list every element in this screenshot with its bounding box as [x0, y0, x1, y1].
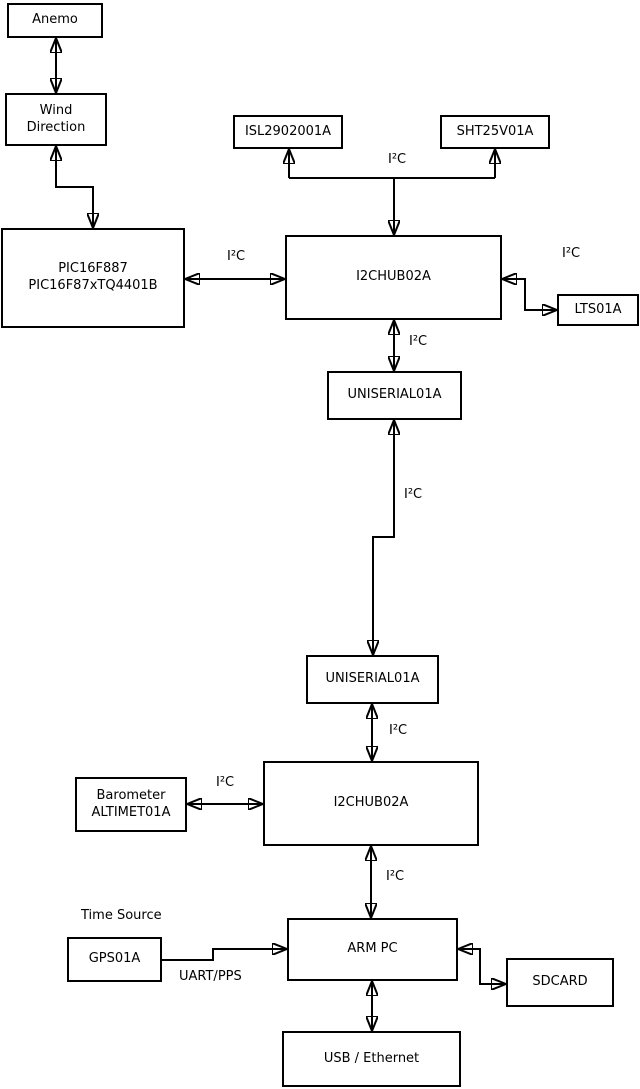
- edge-wind-direction-pic: [56, 146, 93, 228]
- i2c-label-hub-lts: I²C: [562, 246, 581, 261]
- node-wind-direction-label: Wind Direction: [26, 102, 86, 135]
- node-sdcard-label: SDCARD: [532, 974, 588, 990]
- node-lts01a-label: LTS01A: [574, 301, 622, 317]
- uart-pps-label: UART/PPS: [179, 969, 242, 984]
- i2c-label-sensor-bus: I²C: [388, 152, 407, 167]
- node-usb-ethernet-label: USB / Ethernet: [323, 1050, 420, 1066]
- node-wind-direction: Wind Direction: [5, 93, 107, 146]
- node-isl2902001a: ISL2902001A: [233, 115, 343, 149]
- node-i2chub02a-bottom: I2CHUB02A: [263, 761, 479, 846]
- node-uniserial01a-top-label: UNISERIAL01A: [347, 387, 442, 403]
- node-lts01a: LTS01A: [557, 294, 639, 326]
- node-sht25v01a: SHT25V01A: [440, 115, 550, 149]
- node-barometer-altimet01a: Barometer ALTIMET01A: [75, 777, 187, 832]
- i2c-label-pic-hub: I²C: [227, 249, 246, 264]
- node-uniserial01a-bottom: UNISERIAL01A: [306, 655, 439, 704]
- node-sht25v01a-label: SHT25V01A: [456, 123, 534, 139]
- edge-gps-armpc: [162, 949, 287, 961]
- edge-i2chub-top-lts: [502, 279, 557, 310]
- node-pic16f887: PIC16F887 PIC16F87xTQ4401B: [1, 228, 185, 328]
- node-i2chub02a-top: I2CHUB02A: [285, 235, 502, 320]
- node-anemo: Anemo: [7, 3, 103, 38]
- i2c-label-uniserial-hub2: I²C: [389, 723, 408, 738]
- node-arm-pc: ARM PC: [287, 918, 458, 981]
- time-source-label: Time Source: [81, 908, 162, 923]
- i2c-label-uniserial-link: I²C: [404, 487, 423, 502]
- edge-armpc-sdcard: [458, 949, 506, 984]
- i2c-label-barometer-hub2: I²C: [216, 775, 235, 790]
- edge-uniserial-link: [373, 420, 394, 655]
- node-uniserial01a-top: UNISERIAL01A: [327, 371, 462, 420]
- node-uniserial01a-bottom-label: UNISERIAL01A: [325, 671, 420, 687]
- node-usb-ethernet: USB / Ethernet: [282, 1031, 461, 1087]
- node-arm-pc-label: ARM PC: [347, 941, 398, 957]
- node-sdcard: SDCARD: [506, 958, 614, 1007]
- i2c-label-hub-uniserial: I²C: [409, 334, 428, 349]
- node-barometer-altimet01a-label: Barometer ALTIMET01A: [91, 787, 171, 820]
- node-i2chub02a-top-label: I2CHUB02A: [356, 269, 431, 285]
- node-pic16f887-label: PIC16F887 PIC16F87xTQ4401B: [28, 261, 158, 293]
- node-i2chub02a-bottom-label: I2CHUB02A: [333, 795, 409, 811]
- node-gps01a-label: GPS01A: [88, 951, 141, 967]
- i2c-label-hub2-armpc: I²C: [386, 869, 405, 884]
- node-gps01a: GPS01A: [67, 937, 162, 982]
- node-anemo-label: Anemo: [32, 12, 78, 28]
- node-isl2902001a-label: ISL2902001A: [244, 123, 332, 139]
